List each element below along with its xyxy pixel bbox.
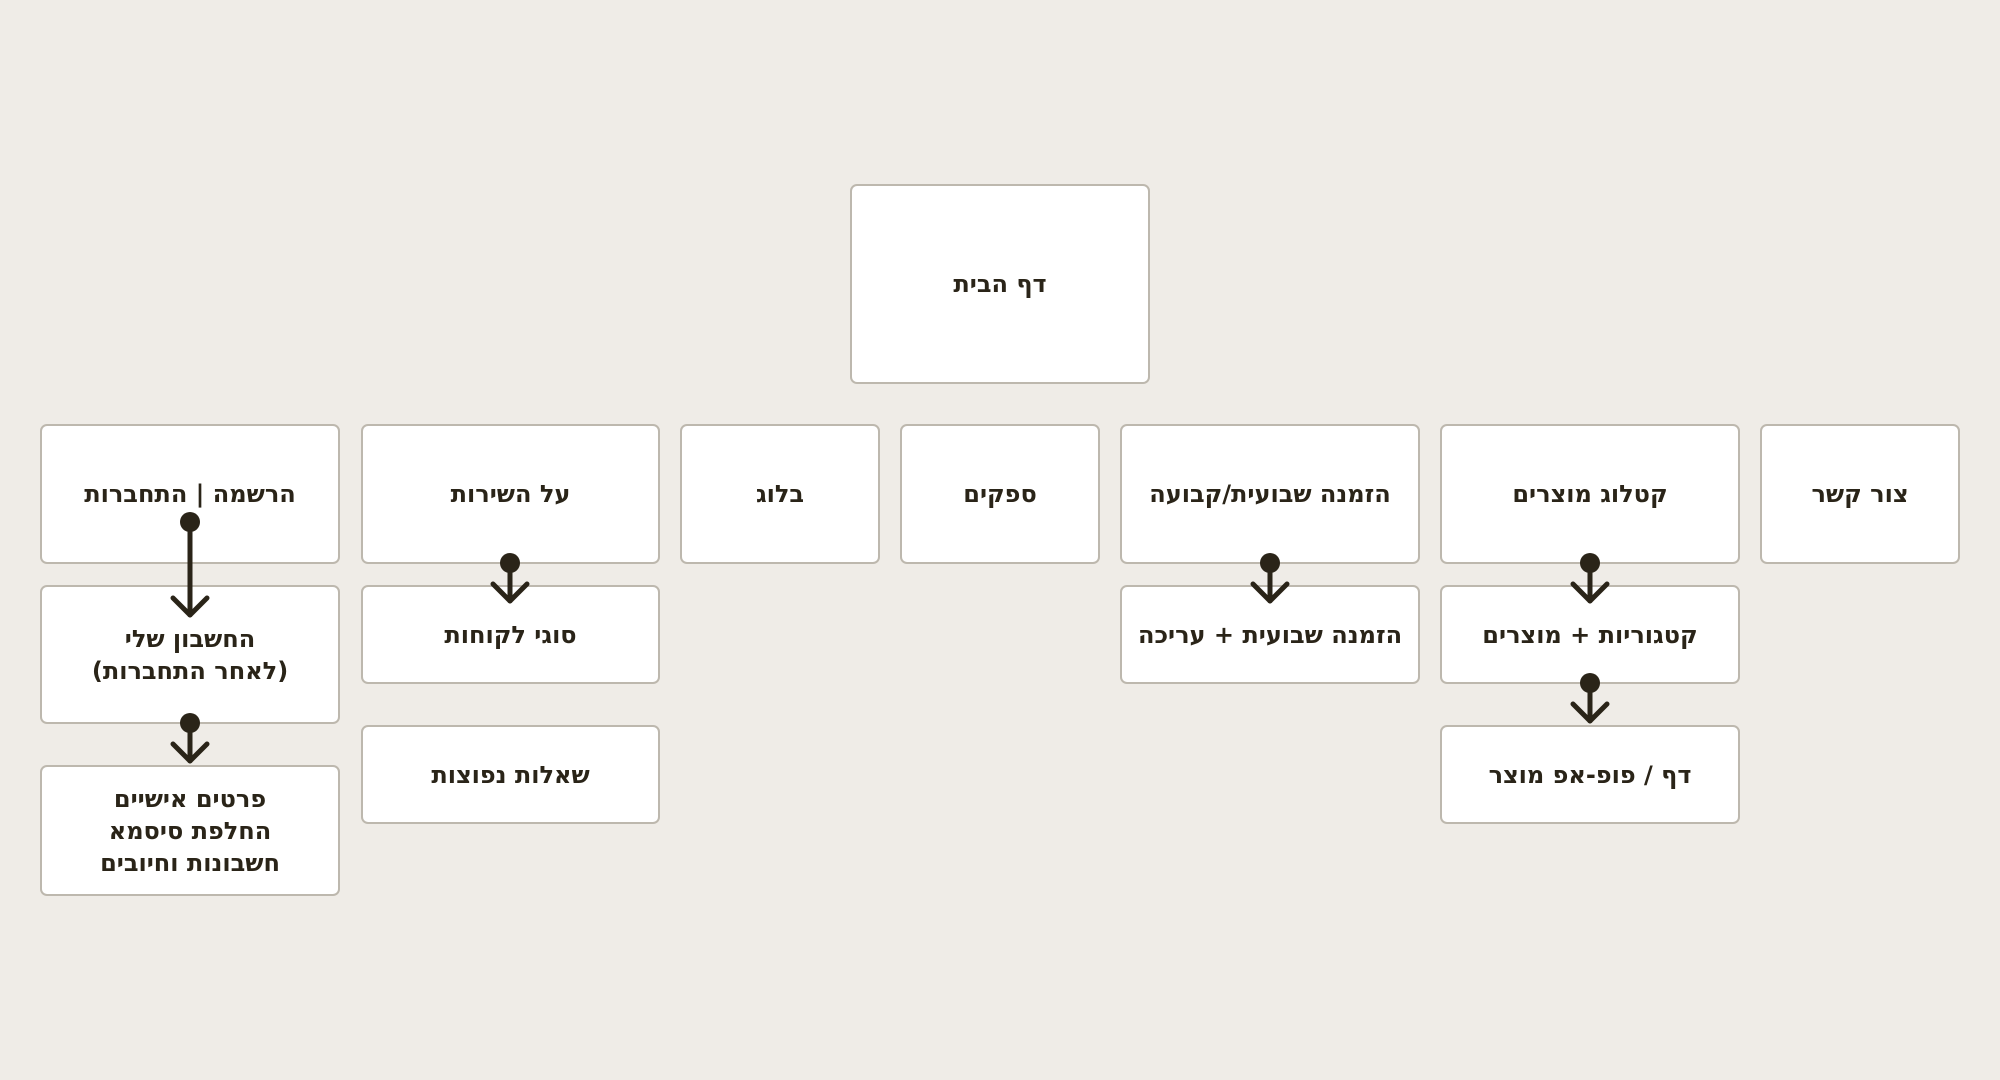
- node-label: קטגוריות + מוצרים: [1482, 620, 1698, 649]
- node-blog[interactable]: בלוג: [680, 424, 880, 564]
- node-label: ספקים: [963, 480, 1037, 508]
- node-suppliers[interactable]: ספקים: [900, 424, 1100, 564]
- node-product-page[interactable]: דף / פופ-אפ מוצר: [1440, 725, 1740, 824]
- node-customer-types[interactable]: סוגי לקוחות: [361, 585, 660, 684]
- node-label: שאלות נפוצות: [431, 760, 590, 789]
- node-faq[interactable]: שאלות נפוצות: [361, 725, 660, 824]
- node-label: הרשמה | התחברות: [84, 480, 296, 508]
- node-label: הזמנה שבועית/קבועה: [1149, 480, 1391, 508]
- node-weekly-order[interactable]: הזמנה שבועית/קבועה: [1120, 424, 1420, 564]
- node-my-account[interactable]: החשבון שלי (לאחר התחברות): [40, 585, 340, 724]
- node-label: החשבון שלי (לאחר התחברות): [91, 624, 289, 685]
- node-product-catalog[interactable]: קטלוג מוצרים: [1440, 424, 1740, 564]
- node-register-login[interactable]: הרשמה | התחברות: [40, 424, 340, 564]
- node-label: בלוג: [755, 480, 805, 508]
- node-label: דף / פופ-אפ מוצר: [1488, 760, 1692, 789]
- node-label: פרטים אישיים החלפת סיסמא חשבונות וחיובים: [100, 784, 280, 877]
- node-account-details[interactable]: פרטים אישיים החלפת סיסמא חשבונות וחיובים: [40, 765, 340, 896]
- arrow-down-icon: [170, 720, 210, 764]
- node-weekly-order-edit[interactable]: הזמנה שבועית + עריכה: [1120, 585, 1420, 684]
- node-label: סוגי לקוחות: [444, 620, 577, 649]
- node-home[interactable]: דף הבית: [850, 184, 1150, 384]
- arrow-down-icon: [1570, 680, 1610, 724]
- node-label: צור קשר: [1811, 480, 1909, 508]
- node-label: על השירות: [450, 480, 571, 508]
- node-categories-products[interactable]: קטגוריות + מוצרים: [1440, 585, 1740, 684]
- node-label: קטלוג מוצרים: [1512, 480, 1668, 508]
- node-about-service[interactable]: על השירות: [361, 424, 660, 564]
- node-contact[interactable]: צור קשר: [1760, 424, 1960, 564]
- node-label: דף הבית: [953, 270, 1047, 298]
- node-label: הזמנה שבועית + עריכה: [1137, 620, 1403, 649]
